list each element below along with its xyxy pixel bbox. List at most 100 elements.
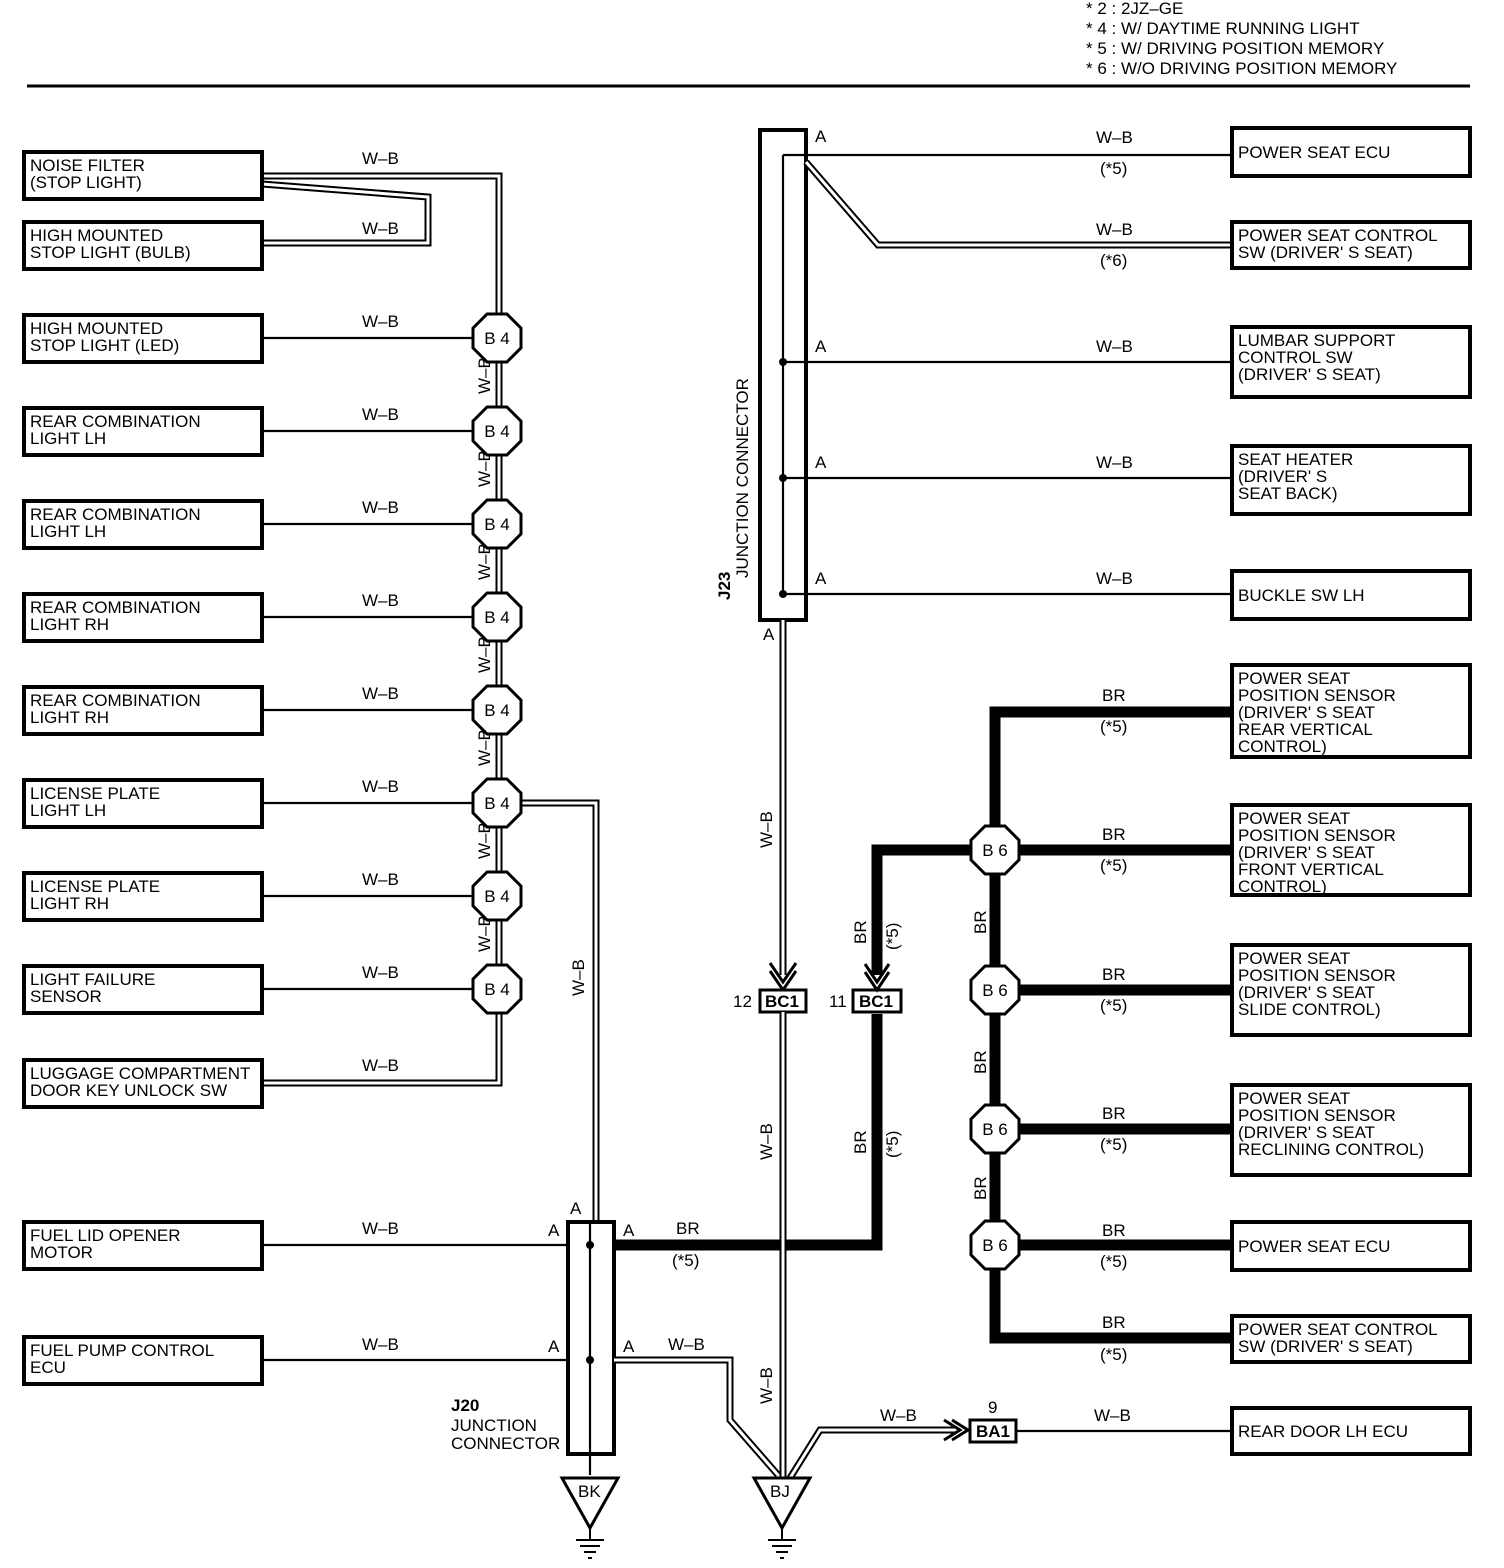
note-2: * 2 : 2JZ–GE xyxy=(1086,0,1183,18)
component-label: CONTROL SW xyxy=(1238,348,1353,367)
wire-color-label: W–B xyxy=(757,1367,776,1404)
wire-color-label: W–B xyxy=(475,729,494,766)
b4-splice: B 4 xyxy=(471,777,523,829)
wire-color-label: W–B xyxy=(362,1056,399,1075)
splice-label: B 6 xyxy=(982,1120,1008,1139)
left-bus-wires xyxy=(261,172,600,1362)
ground-bj-label: BJ xyxy=(770,1482,790,1501)
wire-color-label: W–B xyxy=(475,357,494,394)
wire-color-label: W–B xyxy=(362,405,399,424)
wire-color-label: W–B xyxy=(362,149,399,168)
component-label: CONTROL) xyxy=(1238,877,1327,896)
wire-color-label: W–B xyxy=(1096,337,1133,356)
component-label: POWER SEAT xyxy=(1238,809,1350,828)
component-label: CONTROL) xyxy=(1238,737,1327,756)
splice-label: B 4 xyxy=(484,329,510,348)
pin-9: 9 xyxy=(988,1398,997,1417)
wire-color-label: W–B xyxy=(1096,128,1133,147)
component-label: REAR DOOR LH ECU xyxy=(1238,1422,1408,1441)
component-label: STOP LIGHT (LED) xyxy=(30,336,179,355)
j20-to-bj-wire: W–B xyxy=(614,1335,781,1478)
j20-code: J20 xyxy=(451,1396,479,1415)
condition-label: (*5) xyxy=(1100,996,1127,1015)
wire-color-label: W–B xyxy=(362,498,399,517)
component-label: LUGGAGE COMPARTMENT xyxy=(30,1064,250,1083)
condition-label: (*5) xyxy=(883,1131,902,1158)
condition-label: (*5) xyxy=(1100,1345,1127,1364)
wire-color-label: W–B xyxy=(362,1335,399,1354)
component-label: REAR COMBINATION xyxy=(30,505,201,524)
wire-color-label: BR xyxy=(1102,686,1126,705)
ba1-label: BA1 xyxy=(976,1422,1010,1441)
j23-name: JUNCTION CONNECTOR xyxy=(733,378,752,578)
splice-label: B 4 xyxy=(484,887,510,906)
component-label: (DRIVER' S SEAT xyxy=(1238,703,1375,722)
b6-chain-wires: BR (*5) BR (*5) BR (*5) BR (*5) BR (*5) … xyxy=(971,686,1232,1364)
component-label: FRONT VERTICAL xyxy=(1238,860,1384,879)
note-6: * 6 : W/O DRIVING POSITION MEMORY xyxy=(1086,59,1397,78)
component-label: FUEL LID OPENER xyxy=(30,1226,181,1245)
component-label: POWER SEAT CONTROL xyxy=(1238,226,1438,245)
right-component-box: BUCKLE SW LH xyxy=(1230,569,1472,621)
condition-label: (*6) xyxy=(1100,251,1127,270)
pin-a: A xyxy=(623,1337,635,1356)
component-label: RECLINING CONTROL) xyxy=(1238,1140,1424,1159)
b4-splice: B 4 xyxy=(471,870,523,922)
component-label: POWER SEAT ECU xyxy=(1238,143,1390,162)
wire-color-label: W–B xyxy=(362,219,399,238)
b6-splice: B 6 xyxy=(969,1219,1021,1271)
condition-label: (*5) xyxy=(1100,159,1127,178)
component-label: LIGHT RH xyxy=(30,894,109,913)
condition-label: (*5) xyxy=(883,923,902,950)
component-label: LIGHT LH xyxy=(30,801,106,820)
j20-name: CONNECTOR xyxy=(451,1434,560,1453)
wire-color-label: W–B xyxy=(362,684,399,703)
pin-a: A xyxy=(623,1221,635,1240)
component-label: POSITION SENSOR xyxy=(1238,966,1396,985)
wire-color-label: W–B xyxy=(475,543,494,580)
b4-splice: B 4 xyxy=(471,498,523,550)
component-label: REAR COMBINATION xyxy=(30,412,201,431)
wire-color-label: BR xyxy=(851,920,870,944)
component-label: SENSOR xyxy=(30,987,102,1006)
splice-label: B 4 xyxy=(484,701,510,720)
wire-color-label: W–B xyxy=(1096,453,1133,472)
b4-splice: B 4 xyxy=(471,963,523,1015)
component-label: HIGH MOUNTED xyxy=(30,319,163,338)
component-label: LUMBAR SUPPORT xyxy=(1238,331,1395,350)
splice-label: B 6 xyxy=(982,981,1008,1000)
component-label: LIGHT RH xyxy=(30,708,109,727)
wire-color-label: W–B xyxy=(569,959,588,996)
bc1-label: BC1 xyxy=(859,992,893,1011)
pin-a: A xyxy=(815,127,827,146)
component-label: STOP LIGHT (BULB) xyxy=(30,243,191,262)
condition-label: (*5) xyxy=(1100,1252,1127,1271)
left-wire-labels: W–B W–B W–B W–B W–B W–B W–B W–B W–B W–B … xyxy=(362,149,588,1354)
note-5: * 5 : W/ DRIVING POSITION MEMORY xyxy=(1086,39,1384,58)
condition-label: (*5) xyxy=(672,1251,699,1270)
condition-label: (*5) xyxy=(1100,856,1127,875)
wire-color-label: W–B xyxy=(475,636,494,673)
b4-splices: B 4B 4B 4B 4B 4B 4B 4B 4 xyxy=(471,312,523,1015)
right-component-box: POWER SEAT ECU xyxy=(1230,1220,1472,1272)
wire-color-label: W–B xyxy=(1094,1406,1131,1425)
b4-splice: B 4 xyxy=(471,684,523,736)
pin-a: A xyxy=(763,625,775,644)
pin-a: A xyxy=(815,569,827,588)
component-label: LICENSE PLATE xyxy=(30,784,160,803)
component-label: SW (DRIVER' S SEAT) xyxy=(1238,243,1413,262)
wire-color-label: BR xyxy=(1102,1221,1126,1240)
wire-color-label: W–B xyxy=(880,1406,917,1425)
j23-output-wires: W–B (*5) W–B (*6) W–B W–B W–B xyxy=(783,128,1232,596)
